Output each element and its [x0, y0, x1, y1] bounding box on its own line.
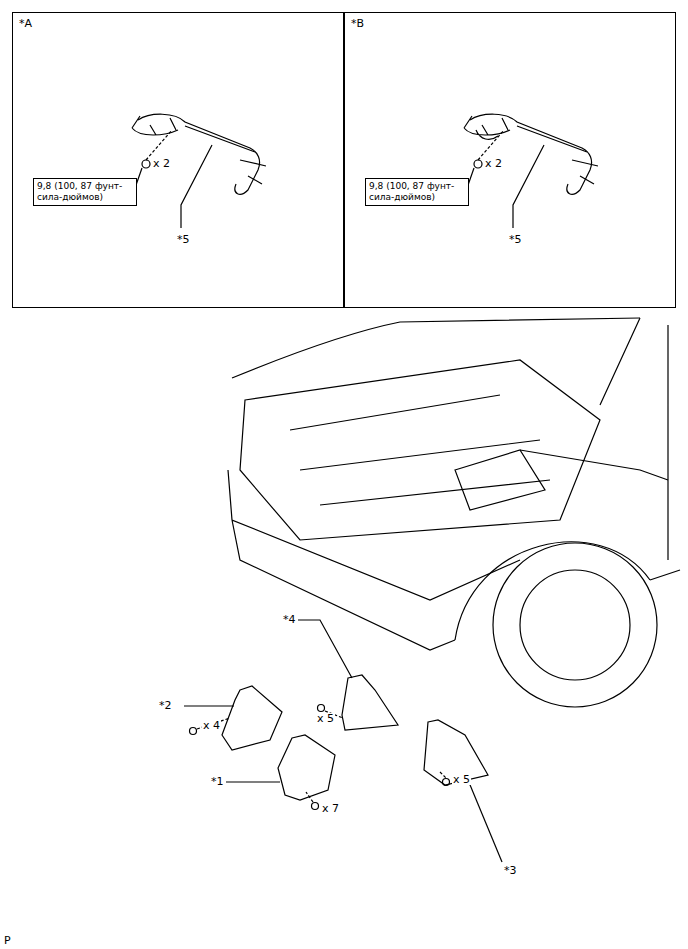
callout-number: *1: [210, 776, 225, 787]
torque-spec: 9,8 (100, 87 фунт-сила-дюймов): [37, 181, 133, 203]
quantity: x 7: [321, 803, 340, 814]
callout-number: *2: [158, 700, 173, 711]
callout-number: *4: [282, 614, 297, 625]
callout-number: *5: [508, 234, 523, 245]
view-panel: *A 9,8 (100, 87 фунт-сила-дюймов): [12, 12, 344, 308]
quantity: x 5: [316, 713, 335, 724]
view-label: *B: [351, 17, 364, 30]
torque-spec-box: 9,8 (100, 87 фунт-сила-дюймов): [33, 178, 137, 206]
callout-number: *5: [176, 234, 191, 245]
engine-under-cover: [184, 620, 502, 862]
callout-number: *3: [503, 865, 518, 876]
page-mark: P: [3, 935, 12, 946]
view-panel: *B 9,8 (100, 87 фунт-сила-дюймов): [344, 12, 676, 308]
wire-harness: [132, 114, 266, 228]
quantity: x 2: [152, 158, 171, 169]
quantity: x 2: [484, 158, 503, 169]
quantity: x 5: [452, 774, 471, 785]
torque-spec: 9,8 (100, 87 фунт-сила-дюймов): [369, 181, 465, 203]
wire-harness: [464, 114, 598, 228]
vehicle-front: [228, 318, 680, 707]
torque-spec-box: 9,8 (100, 87 фунт-сила-дюймов): [365, 178, 469, 206]
view-label: *A: [19, 17, 32, 30]
quantity: x 4: [202, 720, 221, 731]
